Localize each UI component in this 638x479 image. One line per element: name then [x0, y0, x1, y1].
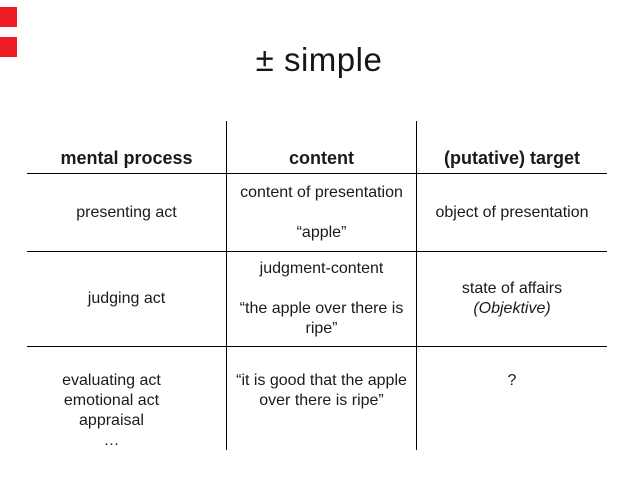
red-square-marker-2	[0, 37, 17, 57]
cell-row2-process: judging act	[27, 252, 226, 347]
mental-process-table: mental process content (putative) target…	[27, 121, 607, 450]
cell-quote: “apple”	[296, 223, 347, 241]
ellipsis-text: …	[103, 432, 120, 449]
question-mark-text: ?	[507, 372, 517, 389]
cell-text: judging act	[87, 290, 166, 307]
cell-text: content of presentation	[240, 183, 403, 201]
cell-text-italic: (Objektive)	[473, 300, 551, 317]
cell-row1-content: content of presentation “apple”	[226, 174, 417, 252]
cell-row2-content: judgment-content “the apple over there i…	[226, 252, 417, 347]
cell-text: object of presentation	[435, 203, 589, 221]
cell-text: emotional act	[63, 392, 160, 409]
cell-row3-content: “it is good that the apple over there is…	[226, 347, 417, 450]
cell-text: appraisal	[79, 412, 144, 429]
red-square-marker-1	[0, 7, 17, 27]
cell-row3-target: ?	[417, 347, 607, 450]
header-label: (putative) target	[443, 148, 580, 168]
cell-row1-process: presenting act	[27, 174, 226, 252]
cell-row1-target: object of presentation	[417, 174, 607, 252]
cell-text: evaluating act	[62, 372, 161, 389]
cell-quote: “the apple over there is ripe”	[239, 300, 404, 337]
cell-row2-target: state of affairs (Objektive)	[417, 252, 607, 347]
header-putative-target: (putative) target	[417, 121, 607, 174]
cell-quote: “it is good that the apple over there is…	[236, 372, 407, 409]
cell-text: judgment-content	[259, 260, 384, 277]
cell-row3-process: evaluating act emotional act appraisal …	[27, 347, 226, 450]
header-label: mental process	[60, 148, 193, 168]
slide-title: ± simple	[255, 41, 383, 78]
header-content: content	[226, 121, 417, 174]
header-label: content	[289, 148, 354, 168]
header-mental-process: mental process	[27, 121, 226, 174]
cell-text: presenting act	[76, 203, 177, 221]
cell-text: state of affairs	[461, 280, 563, 297]
